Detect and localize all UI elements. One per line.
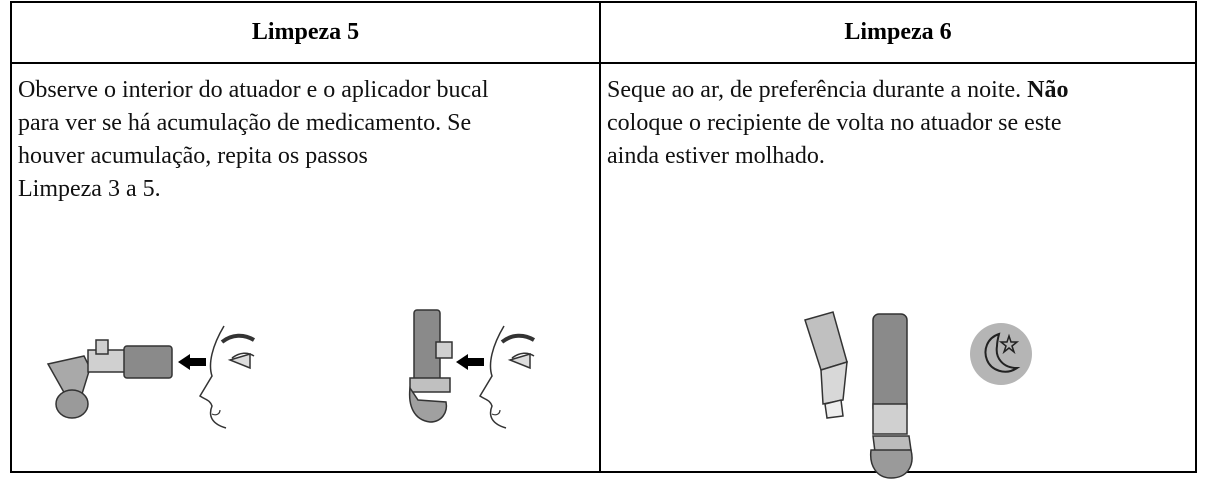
drying-actuator-parts-icon — [804, 311, 913, 479]
instruction-text-6: Seque ao ar, de preferência durante a no… — [601, 64, 1195, 173]
text-line: Limpeza 3 a 5. — [18, 176, 161, 202]
instruction-text-5: Observe o interior do atuador e o aplica… — [12, 64, 599, 206]
cell-limpeza-5: Observe o interior do atuador e o aplica… — [10, 62, 601, 473]
text-line: Seque ao ar, de preferência durante a no… — [607, 77, 1069, 103]
inspect-actuator-horizontal-icon — [46, 325, 256, 429]
text-line: coloque o recipiente de volta no atuador… — [607, 110, 1062, 136]
heading-limpeza-6: Limpeza 6 — [599, 1, 1197, 64]
cell-limpeza-6: Seque ao ar, de preferência durante a no… — [599, 62, 1197, 479]
text-line: houver acumulação, repita os passos — [18, 143, 368, 169]
heading-limpeza-5: Limpeza 5 — [10, 1, 601, 64]
text-line: ainda estiver molhado. — [607, 143, 825, 169]
emphasis-nao: Não — [1027, 77, 1069, 103]
text-line: Observe o interior do atuador e o aplica… — [18, 77, 489, 103]
text-line: para ver se há acumulação de medicamento… — [18, 110, 472, 136]
night-moon-star-icon — [970, 323, 1032, 385]
inspect-actuator-vertical-icon — [408, 309, 536, 429]
instructions-table: Limpeza 5 Limpeza 6 Observe o interior d… — [10, 1, 1197, 479]
